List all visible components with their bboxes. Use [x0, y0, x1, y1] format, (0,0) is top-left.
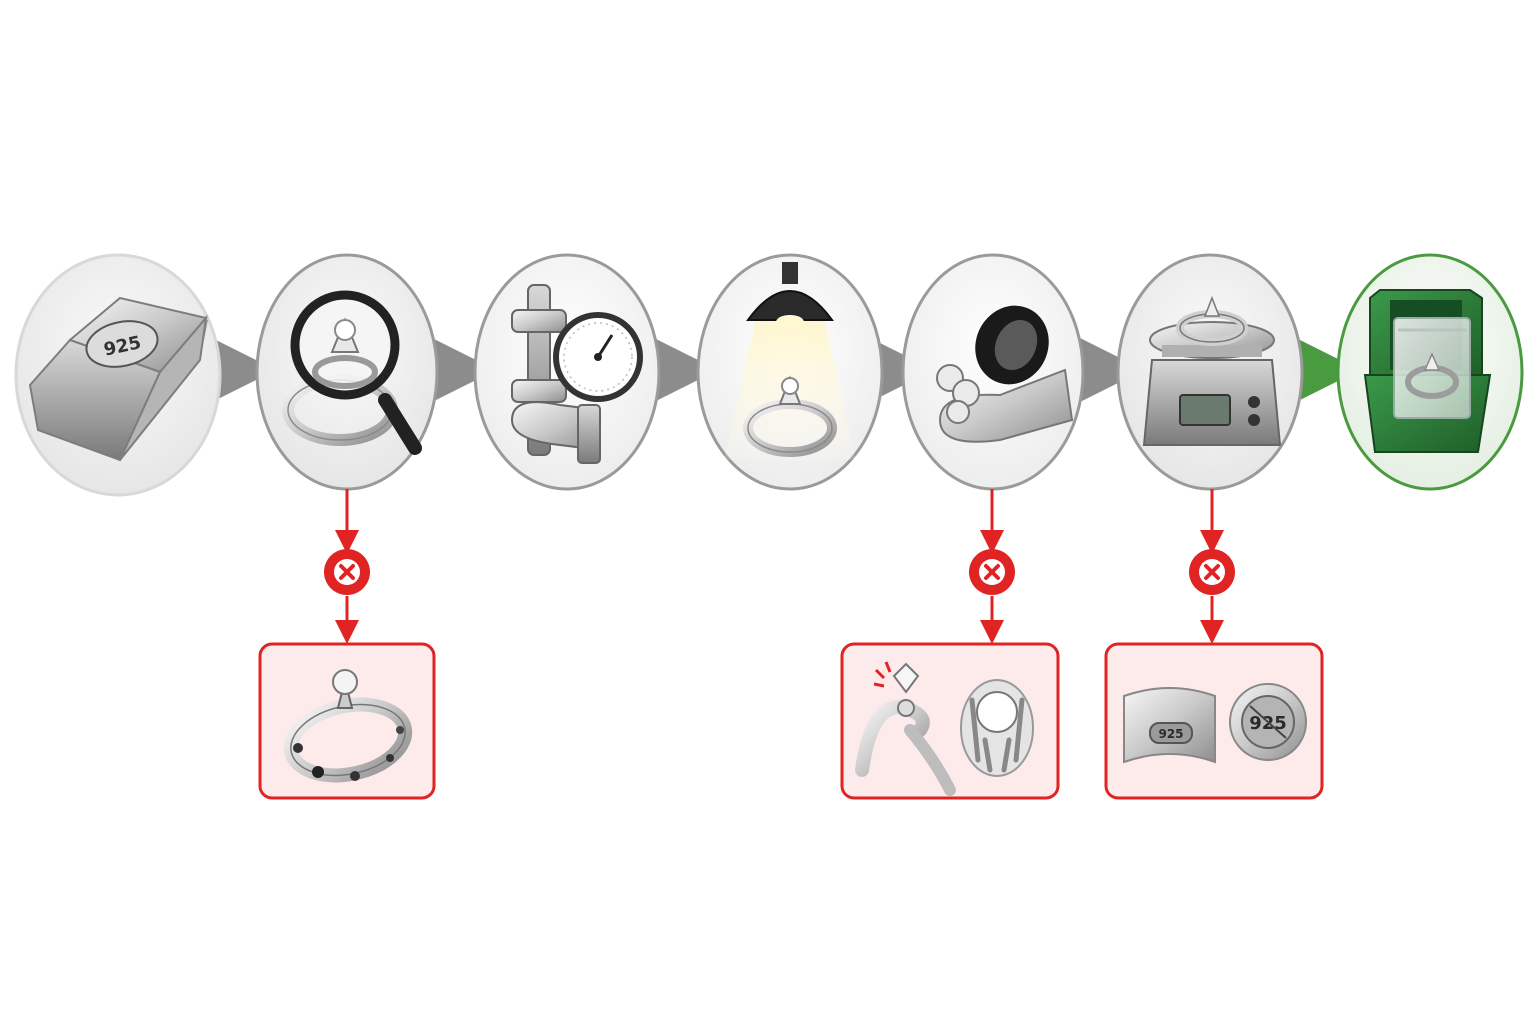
reject-branch-sizing	[840, 489, 1060, 800]
reject-x-icon	[1189, 549, 1235, 595]
magnifier-icon	[290, 290, 422, 455]
stage-visual-inspection	[255, 253, 439, 491]
stage-dimension-gauge	[473, 253, 661, 491]
reject-branch-weighing: 925 925	[1104, 489, 1324, 800]
silver-bar-icon: 925	[28, 296, 208, 462]
coin-stamp-text: 925	[1249, 713, 1287, 734]
stage-ring-sizing	[901, 253, 1085, 491]
tarnished-ring-icon	[283, 669, 413, 783]
stage-packaging	[1336, 253, 1524, 491]
stage-light-inspection	[696, 253, 884, 491]
dial-gauge-icon	[553, 312, 643, 402]
coin-hallmark-icon: 925	[1229, 683, 1307, 761]
gauge-clamp-icon	[510, 284, 601, 464]
ring-icon	[743, 375, 837, 457]
loose-stone-icon	[855, 661, 956, 796]
lamp-icon	[746, 262, 834, 329]
stage-weighing-scale	[1116, 253, 1304, 491]
sizing-mandrel-icon	[936, 364, 1074, 443]
reject-x-icon	[324, 549, 370, 595]
band-stamp-text: 925	[1158, 727, 1183, 741]
reject-branch-visual	[258, 489, 436, 800]
stage-silver-bar: 925	[14, 253, 222, 497]
zip-bag-icon	[1393, 317, 1471, 419]
reject-x-icon	[969, 549, 1015, 595]
sizing-band-icon	[975, 305, 1049, 385]
prong-closeup-icon	[960, 679, 1034, 777]
ring-icon	[1176, 295, 1248, 346]
band-hallmark-icon: 925	[1123, 687, 1216, 764]
